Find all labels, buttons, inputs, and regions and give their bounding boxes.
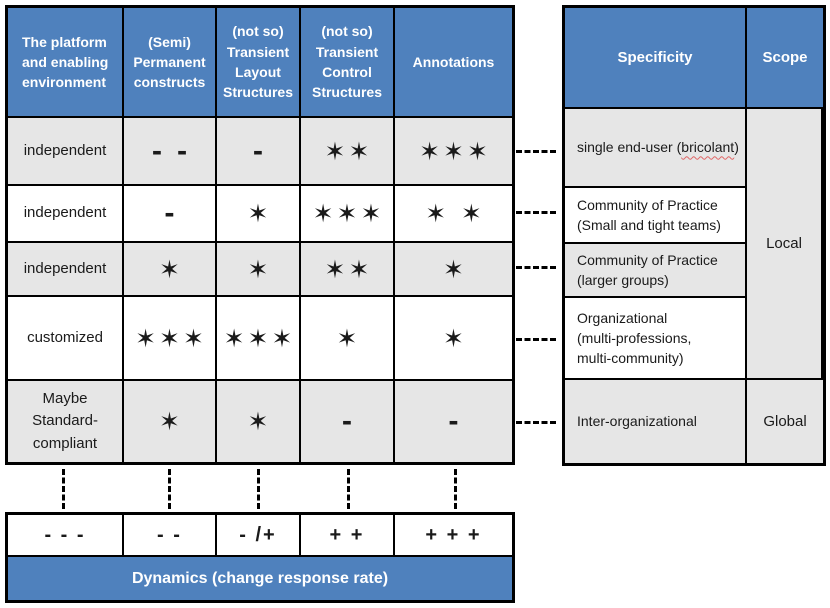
column-connector-line	[168, 469, 171, 509]
matrix-cell-rating: ✶	[217, 381, 301, 462]
column-header-scope: Scope	[747, 8, 823, 109]
dynamics-symbol: - -	[124, 515, 217, 557]
column-connector-line	[454, 469, 457, 509]
row-connector-line	[516, 421, 556, 424]
matrix-cell-rating: -	[124, 186, 217, 243]
matrix-cell-platform: independent	[8, 118, 124, 186]
matrix-cell-rating: ✶	[124, 381, 217, 462]
dynamics-symbol: + +	[301, 515, 395, 557]
column-header-layout-structures: (not so) Transient Layout Structures	[217, 8, 301, 118]
specificity-row-organizational: Organizational (multi-professions, multi…	[565, 298, 747, 380]
matrix-cell-rating: ✶	[395, 297, 512, 381]
column-header-control-structures: (not so) Transient Control Structures	[301, 8, 395, 118]
matrix-cell-rating: ✶	[217, 186, 301, 243]
matrix-cell-rating: ✶✶	[301, 118, 395, 186]
matrix-cell-rating: -	[217, 118, 301, 186]
matrix-cell-platform: Maybe Standard- compliant	[8, 381, 124, 462]
matrix-cell-platform: customized	[8, 297, 124, 381]
platform-matrix-table: The platform and enabling environment (S…	[5, 5, 515, 465]
scope-cell-global: Global	[747, 380, 823, 463]
column-header-permanent-constructs: (Semi) Permanent constructs	[124, 8, 217, 118]
scope-cell-local: Local	[747, 109, 823, 380]
dynamics-label: Dynamics (change response rate)	[8, 557, 512, 600]
row-connector-line	[516, 338, 556, 341]
row-connector-line	[516, 266, 556, 269]
dynamics-symbol: - /+	[217, 515, 301, 557]
matrix-cell-rating: ✶	[217, 243, 301, 297]
dynamics-table: - - - - - - /+ + + + + + Dynamics (chang…	[5, 512, 515, 603]
specificity-row-inter-organizational: Inter-organizational	[565, 380, 747, 463]
row-connector-line	[516, 150, 556, 153]
matrix-cell-rating: ✶✶✶	[301, 186, 395, 243]
matrix-cell-rating: ✶✶✶	[217, 297, 301, 381]
specificity-row-cop-large: Community of Practice (larger groups)	[565, 244, 747, 298]
matrix-cell-rating: ✶	[124, 243, 217, 297]
specificity-term-bricolant: bricolant	[681, 139, 735, 156]
matrix-cell-platform: independent	[8, 186, 124, 243]
specificity-text-suffix: )	[734, 139, 739, 156]
specificity-text-prefix: single end-user (	[577, 139, 682, 156]
specificity-row-cop-small: Community of Practice (Small and tight t…	[565, 188, 747, 244]
matrix-cell-rating: ✶✶✶	[124, 297, 217, 381]
dynamics-symbol: + + +	[395, 515, 512, 557]
column-connector-line	[257, 469, 260, 509]
matrix-cell-rating: ✶	[301, 297, 395, 381]
matrix-cell-rating: ✶	[395, 243, 512, 297]
column-header-annotations: Annotations	[395, 8, 512, 118]
column-connector-line	[347, 469, 350, 509]
matrix-cell-rating: ✶✶✶	[395, 118, 512, 186]
specificity-row-single-end-user: single end-user (bricolant)	[565, 109, 747, 188]
row-connector-line	[516, 211, 556, 214]
column-header-specificity: Specificity	[565, 8, 747, 109]
column-header-platform: The platform and enabling environment	[8, 8, 124, 118]
matrix-cell-rating: ✶ ✶	[395, 186, 512, 243]
matrix-cell-rating: - -	[124, 118, 217, 186]
dynamics-symbol: - - -	[8, 515, 124, 557]
column-connector-line	[62, 469, 65, 509]
matrix-cell-rating: -	[395, 381, 512, 462]
specificity-scope-table: Specificity Scope single end-user (brico…	[562, 5, 826, 466]
matrix-cell-rating: ✶✶	[301, 243, 395, 297]
matrix-cell-platform: independent	[8, 243, 124, 297]
matrix-cell-rating: -	[301, 381, 395, 462]
